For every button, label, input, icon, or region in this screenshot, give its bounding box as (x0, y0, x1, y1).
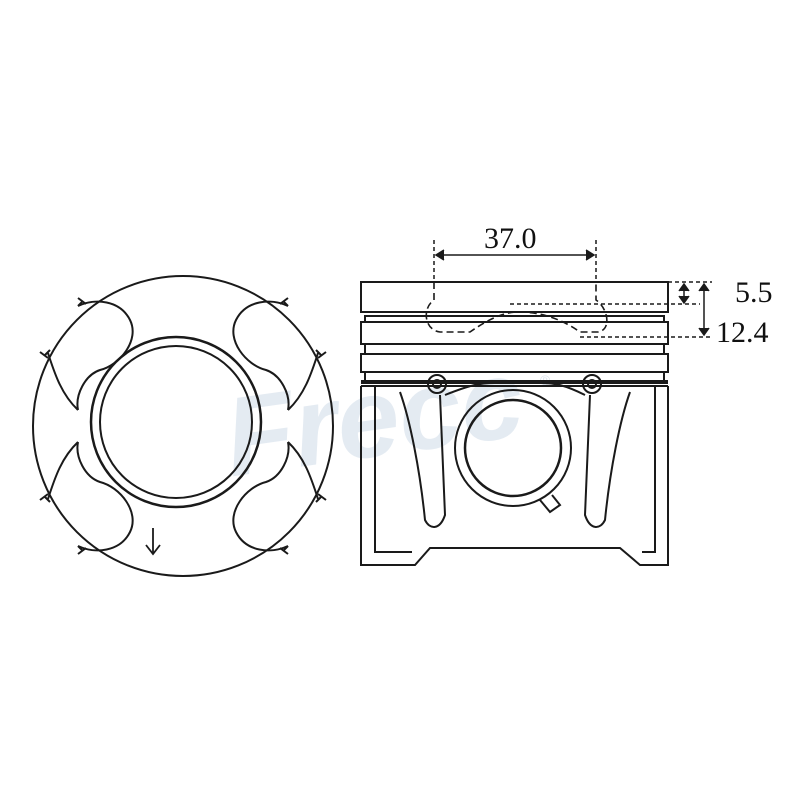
pin-boss-right (583, 391, 631, 528)
pin-clip-tab (539, 494, 562, 514)
combustion-bowl-inner (99, 345, 253, 499)
dimension-bowl-diameter (433, 240, 597, 282)
ring-land-2 (360, 321, 669, 345)
oil-hole-right (582, 374, 602, 394)
piston-top-view (32, 275, 334, 577)
valve-relief-top-right (232, 300, 322, 411)
dimension-bowl-depth (500, 281, 712, 305)
down-arrow-icon (145, 528, 161, 556)
crown-edge-notches-2 (77, 297, 289, 555)
dimension-label-compression-height: 12.4 (716, 316, 769, 349)
pin-boss-left (399, 391, 447, 528)
piston-crown-outline (32, 275, 334, 577)
dimension-label-bowl-diameter: 37.0 (484, 222, 537, 255)
combustion-bowl-outline (89, 335, 263, 509)
pin-bore-inner (463, 398, 563, 498)
crown-edge-notches (39, 351, 327, 501)
piston-skirt-outline (360, 386, 669, 566)
dimension-compression-height (580, 282, 712, 338)
watermark-logo: Frecc (217, 335, 530, 500)
piston-side-view (360, 240, 712, 566)
pin-bore-outer (454, 389, 572, 507)
valve-relief-top-left (44, 300, 134, 411)
combustion-bowl-profile (425, 282, 608, 333)
valve-relief-bottom-left (44, 441, 134, 552)
watermark: Frecc ® (217, 335, 551, 500)
dimension-label-bowl-depth: 5.5 (735, 276, 773, 309)
piston-top-land (360, 281, 669, 313)
oil-hole-left (427, 374, 447, 394)
valve-relief-bottom-right (232, 441, 322, 552)
